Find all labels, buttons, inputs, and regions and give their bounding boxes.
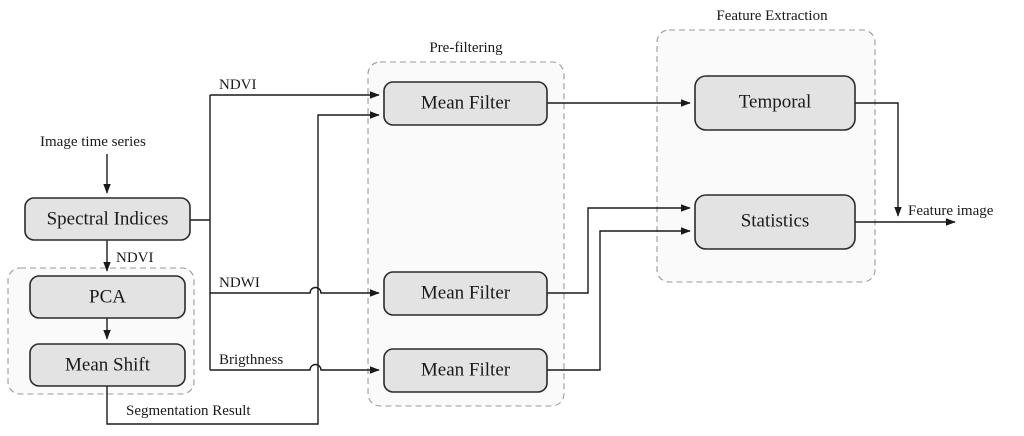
label-ndvi-branch: NDVI	[219, 77, 257, 93]
group-feature-extraction-title: Feature Extraction	[716, 8, 828, 24]
wire-mean-filter-3-to-statistics	[547, 227, 691, 371]
node-temporal-label: Temporal	[739, 91, 812, 112]
wire-temporal-to-output	[855, 102, 902, 217]
node-statistics[interactable]: Statistics	[694, 194, 856, 250]
node-temporal[interactable]: Temporal	[694, 75, 856, 131]
wire-ndwi-to-mean-filter-2	[210, 286, 380, 297]
node-mean-filter-2[interactable]: Mean Filter	[383, 271, 548, 316]
wire-brightness-to-mean-filter-3	[210, 363, 380, 374]
label-ndvi-to-pca: NDVI	[116, 250, 154, 266]
node-mean-filter-3-label: Mean Filter	[421, 359, 511, 380]
node-mean-filter-1[interactable]: Mean Filter	[383, 81, 548, 126]
label-ndwi-branch: NDWI	[219, 275, 260, 291]
group-prefiltering	[367, 61, 565, 407]
label-feature-image: Feature image	[908, 203, 994, 219]
wire-mean-filter-2-to-statistics	[547, 204, 691, 294]
node-pca-label: PCA	[89, 286, 126, 307]
node-mean-shift[interactable]: Mean Shift	[29, 343, 186, 387]
node-mean-filter-3[interactable]: Mean Filter	[383, 348, 548, 393]
node-mean-filter-1-label: Mean Filter	[421, 92, 511, 113]
node-mean-filter-2-label: Mean Filter	[421, 282, 511, 303]
node-mean-shift-label: Mean Shift	[65, 354, 151, 375]
label-segmentation-result: Segmentation Result	[126, 403, 251, 419]
label-image-time-series: Image time series	[40, 134, 146, 150]
node-pca[interactable]: PCA	[29, 275, 186, 319]
node-statistics-label: Statistics	[741, 210, 810, 231]
node-spectral-indices-label: Spectral Indices	[47, 208, 169, 229]
wire-segmentation-result	[106, 111, 380, 425]
node-spectral-indices[interactable]: Spectral Indices	[24, 197, 191, 241]
label-brightness-branch: Brigthness	[219, 352, 283, 368]
group-prefiltering-title: Pre-filtering	[429, 40, 503, 56]
